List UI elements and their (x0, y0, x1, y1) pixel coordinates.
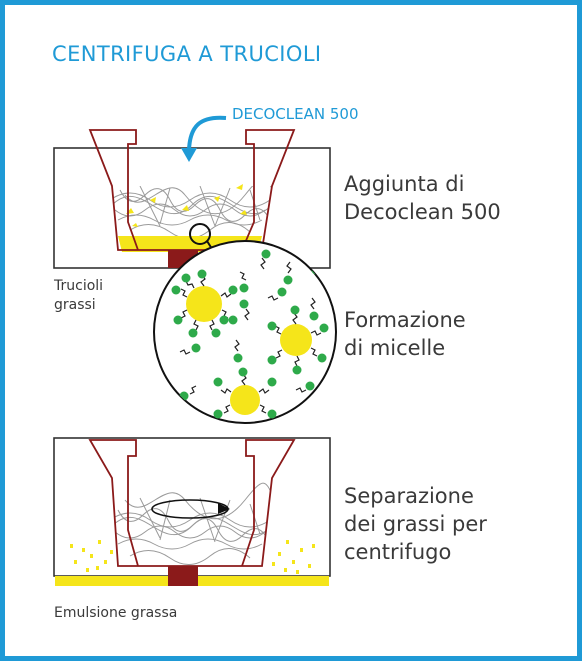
chips-label: Trucioli grassi (54, 277, 103, 315)
step-1-caption: Aggiunta di Decoclean 500 (344, 170, 501, 226)
centrifuge-bottom (53, 437, 331, 586)
rotation-arrowhead (218, 503, 230, 514)
step-text: Aggiunta di (344, 172, 465, 196)
step-3-caption: Separazione dei grassi per centrifugo (344, 482, 487, 566)
chips-pile (112, 186, 272, 239)
outer-tank (53, 437, 331, 577)
micelle-lens (153, 240, 337, 424)
step-2-caption: Formazione di micelle (344, 306, 466, 362)
magnifier-circle-icon (189, 223, 211, 245)
rotation-arrow-icon (151, 499, 229, 519)
step-text: centrifugo (344, 540, 452, 564)
step-text: di micelle (344, 336, 446, 360)
diagram-title: CENTRIFUGA A TRUCIOLI (52, 42, 322, 66)
emulsion-label: Emulsione grassa (54, 605, 178, 621)
chips-pile (112, 482, 272, 565)
vessel-wall (88, 439, 296, 567)
chips-label-line: Trucioli (54, 278, 104, 294)
step-text: dei grassi per (344, 512, 487, 536)
step-text: Decoclean 500 (344, 200, 501, 224)
arrow-curved-icon (187, 115, 227, 151)
grease-drops (126, 184, 247, 227)
grease-spray (70, 540, 315, 574)
centrifuge-top (53, 129, 331, 269)
centrifuge-shaft (168, 566, 198, 586)
step-text: Separazione (344, 484, 474, 508)
additive-label: DECOCLEAN 500 (232, 105, 359, 123)
step-text: Formazione (344, 308, 466, 332)
micelle (213, 367, 277, 419)
micelle (267, 305, 329, 375)
micelle (171, 269, 238, 338)
arrow-head-icon (181, 148, 197, 162)
chips-label-line: grassi (54, 297, 96, 313)
